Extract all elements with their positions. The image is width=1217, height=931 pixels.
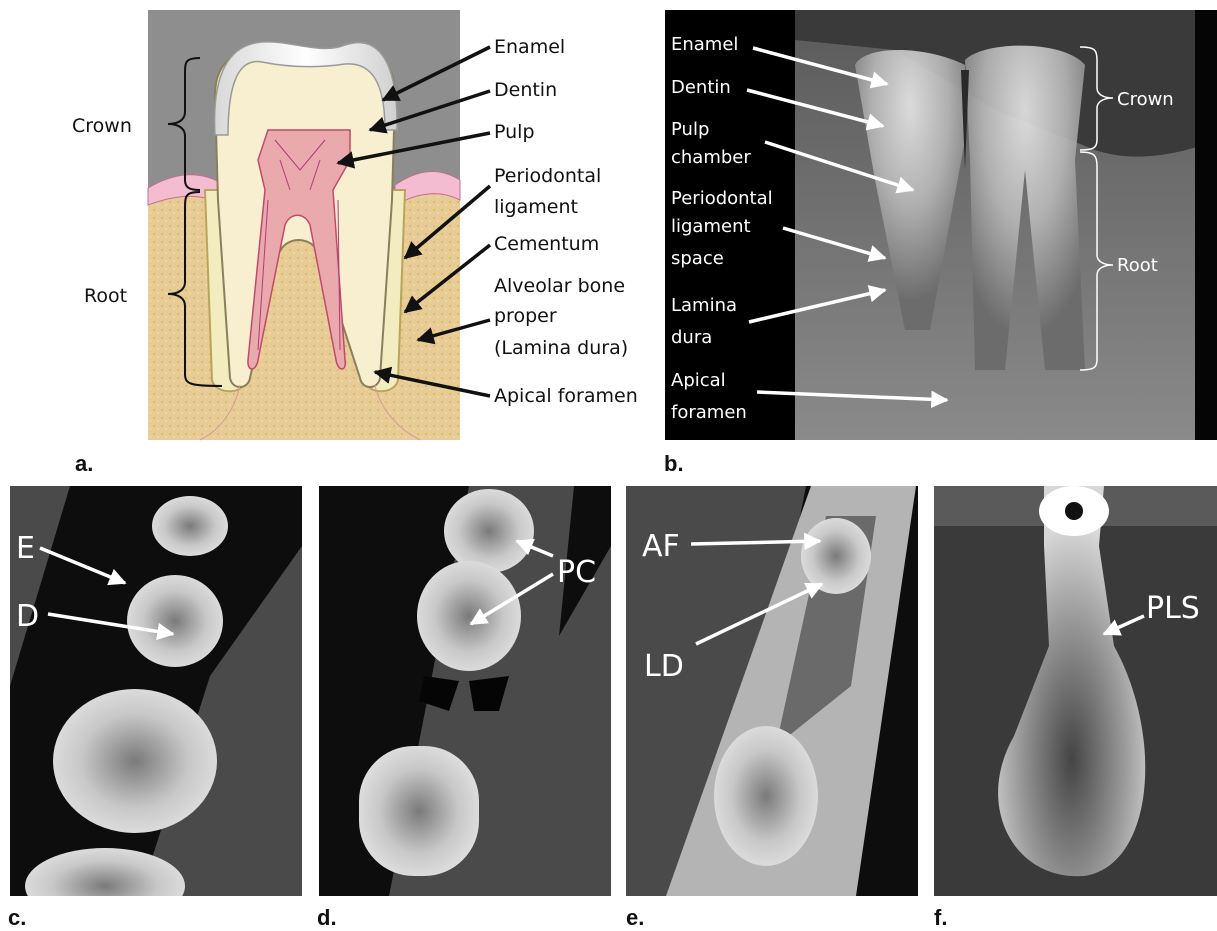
- radiograph-label-pls-2: ligament: [671, 216, 751, 237]
- panel-label-f: f.: [934, 905, 947, 931]
- radiograph-svg: Crown Root Enamel Dentin Pulp chamber Pe…: [665, 10, 1217, 440]
- radiograph-label-enamel: Enamel: [671, 34, 738, 55]
- radiograph-label-pls-3: space: [671, 248, 724, 269]
- label-bone-3: (Lamina dura): [494, 337, 628, 359]
- panel-label-e: e.: [626, 905, 644, 931]
- label-pulp: Pulp: [494, 121, 535, 143]
- radiograph-label-root: Root: [1117, 255, 1158, 276]
- ct-c-label-e: E: [16, 531, 35, 566]
- panel-c-ct: E D: [10, 486, 302, 896]
- ct-c-tooth-3: [53, 689, 217, 833]
- panel-label-c: c.: [8, 905, 26, 931]
- ct-c-tooth-2: [127, 575, 223, 667]
- radiograph-label-ld-1: Lamina: [671, 295, 737, 316]
- panel-d-ct: PC: [319, 486, 611, 896]
- ct-d-label-pc: PC: [557, 555, 596, 590]
- label-crown: Crown: [72, 115, 132, 137]
- ct-e-label-ld: LD: [644, 649, 684, 684]
- ct-f-svg: PLS: [934, 486, 1217, 896]
- ct-d-svg: PC: [319, 486, 611, 896]
- radiograph-edge: [1195, 10, 1217, 440]
- radiograph-label-pulp-1: Pulp: [671, 119, 709, 140]
- ct-c-tooth-1: [152, 496, 228, 556]
- ct-e-tooth-1: [801, 518, 871, 594]
- radiograph-label-crown: Crown: [1117, 89, 1174, 110]
- panel-f-ct: PLS: [934, 486, 1217, 896]
- radiograph-label-pulp-2: chamber: [671, 147, 751, 168]
- ct-d-tooth-1: [444, 489, 534, 573]
- radiograph-label-pls-1: Periodontal: [671, 188, 773, 209]
- panel-a-tooth-diagram: Crown Root Enamel Dentin Pulp Periodonta…: [0, 0, 660, 445]
- panel-label-d: d.: [317, 905, 337, 931]
- label-dentin: Dentin: [494, 79, 557, 101]
- radiograph-label-dentin: Dentin: [671, 77, 731, 98]
- radiograph-label-ld-2: dura: [671, 327, 712, 348]
- label-apical: Apical foramen: [494, 385, 638, 407]
- label-root: Root: [84, 285, 127, 307]
- label-bone-2: proper: [494, 305, 557, 327]
- panel-label-a: a.: [75, 451, 93, 477]
- ct-f-label-pls: PLS: [1146, 591, 1200, 626]
- panel-b-radiograph: Crown Root Enamel Dentin Pulp chamber Pe…: [665, 10, 1217, 440]
- label-enamel: Enamel: [494, 36, 565, 58]
- radiograph-label-af-1: Apical: [671, 370, 726, 391]
- label-cementum: Cementum: [494, 233, 599, 255]
- label-pdl-1: Periodontal: [494, 165, 601, 187]
- ct-e-svg: AF LD: [626, 486, 918, 896]
- ct-f-canal: [1065, 502, 1083, 520]
- panel-label-b: b.: [664, 451, 684, 477]
- label-bone-1: Alveolar bone: [494, 275, 625, 297]
- ct-e-tooth-2: [714, 726, 818, 866]
- label-pdl-2: ligament: [494, 196, 578, 218]
- ct-c-label-d: D: [16, 599, 39, 634]
- ct-d-tooth-3: [359, 746, 479, 876]
- tooth-diagram-svg: Crown Root Enamel Dentin Pulp Periodonta…: [0, 0, 660, 445]
- ct-e-label-af: AF: [642, 529, 680, 564]
- ct-c-svg: E D: [10, 486, 302, 896]
- panel-e-ct: AF LD: [626, 486, 918, 896]
- radiograph-label-af-2: foramen: [671, 402, 747, 423]
- ct-d-tooth-2: [417, 561, 521, 671]
